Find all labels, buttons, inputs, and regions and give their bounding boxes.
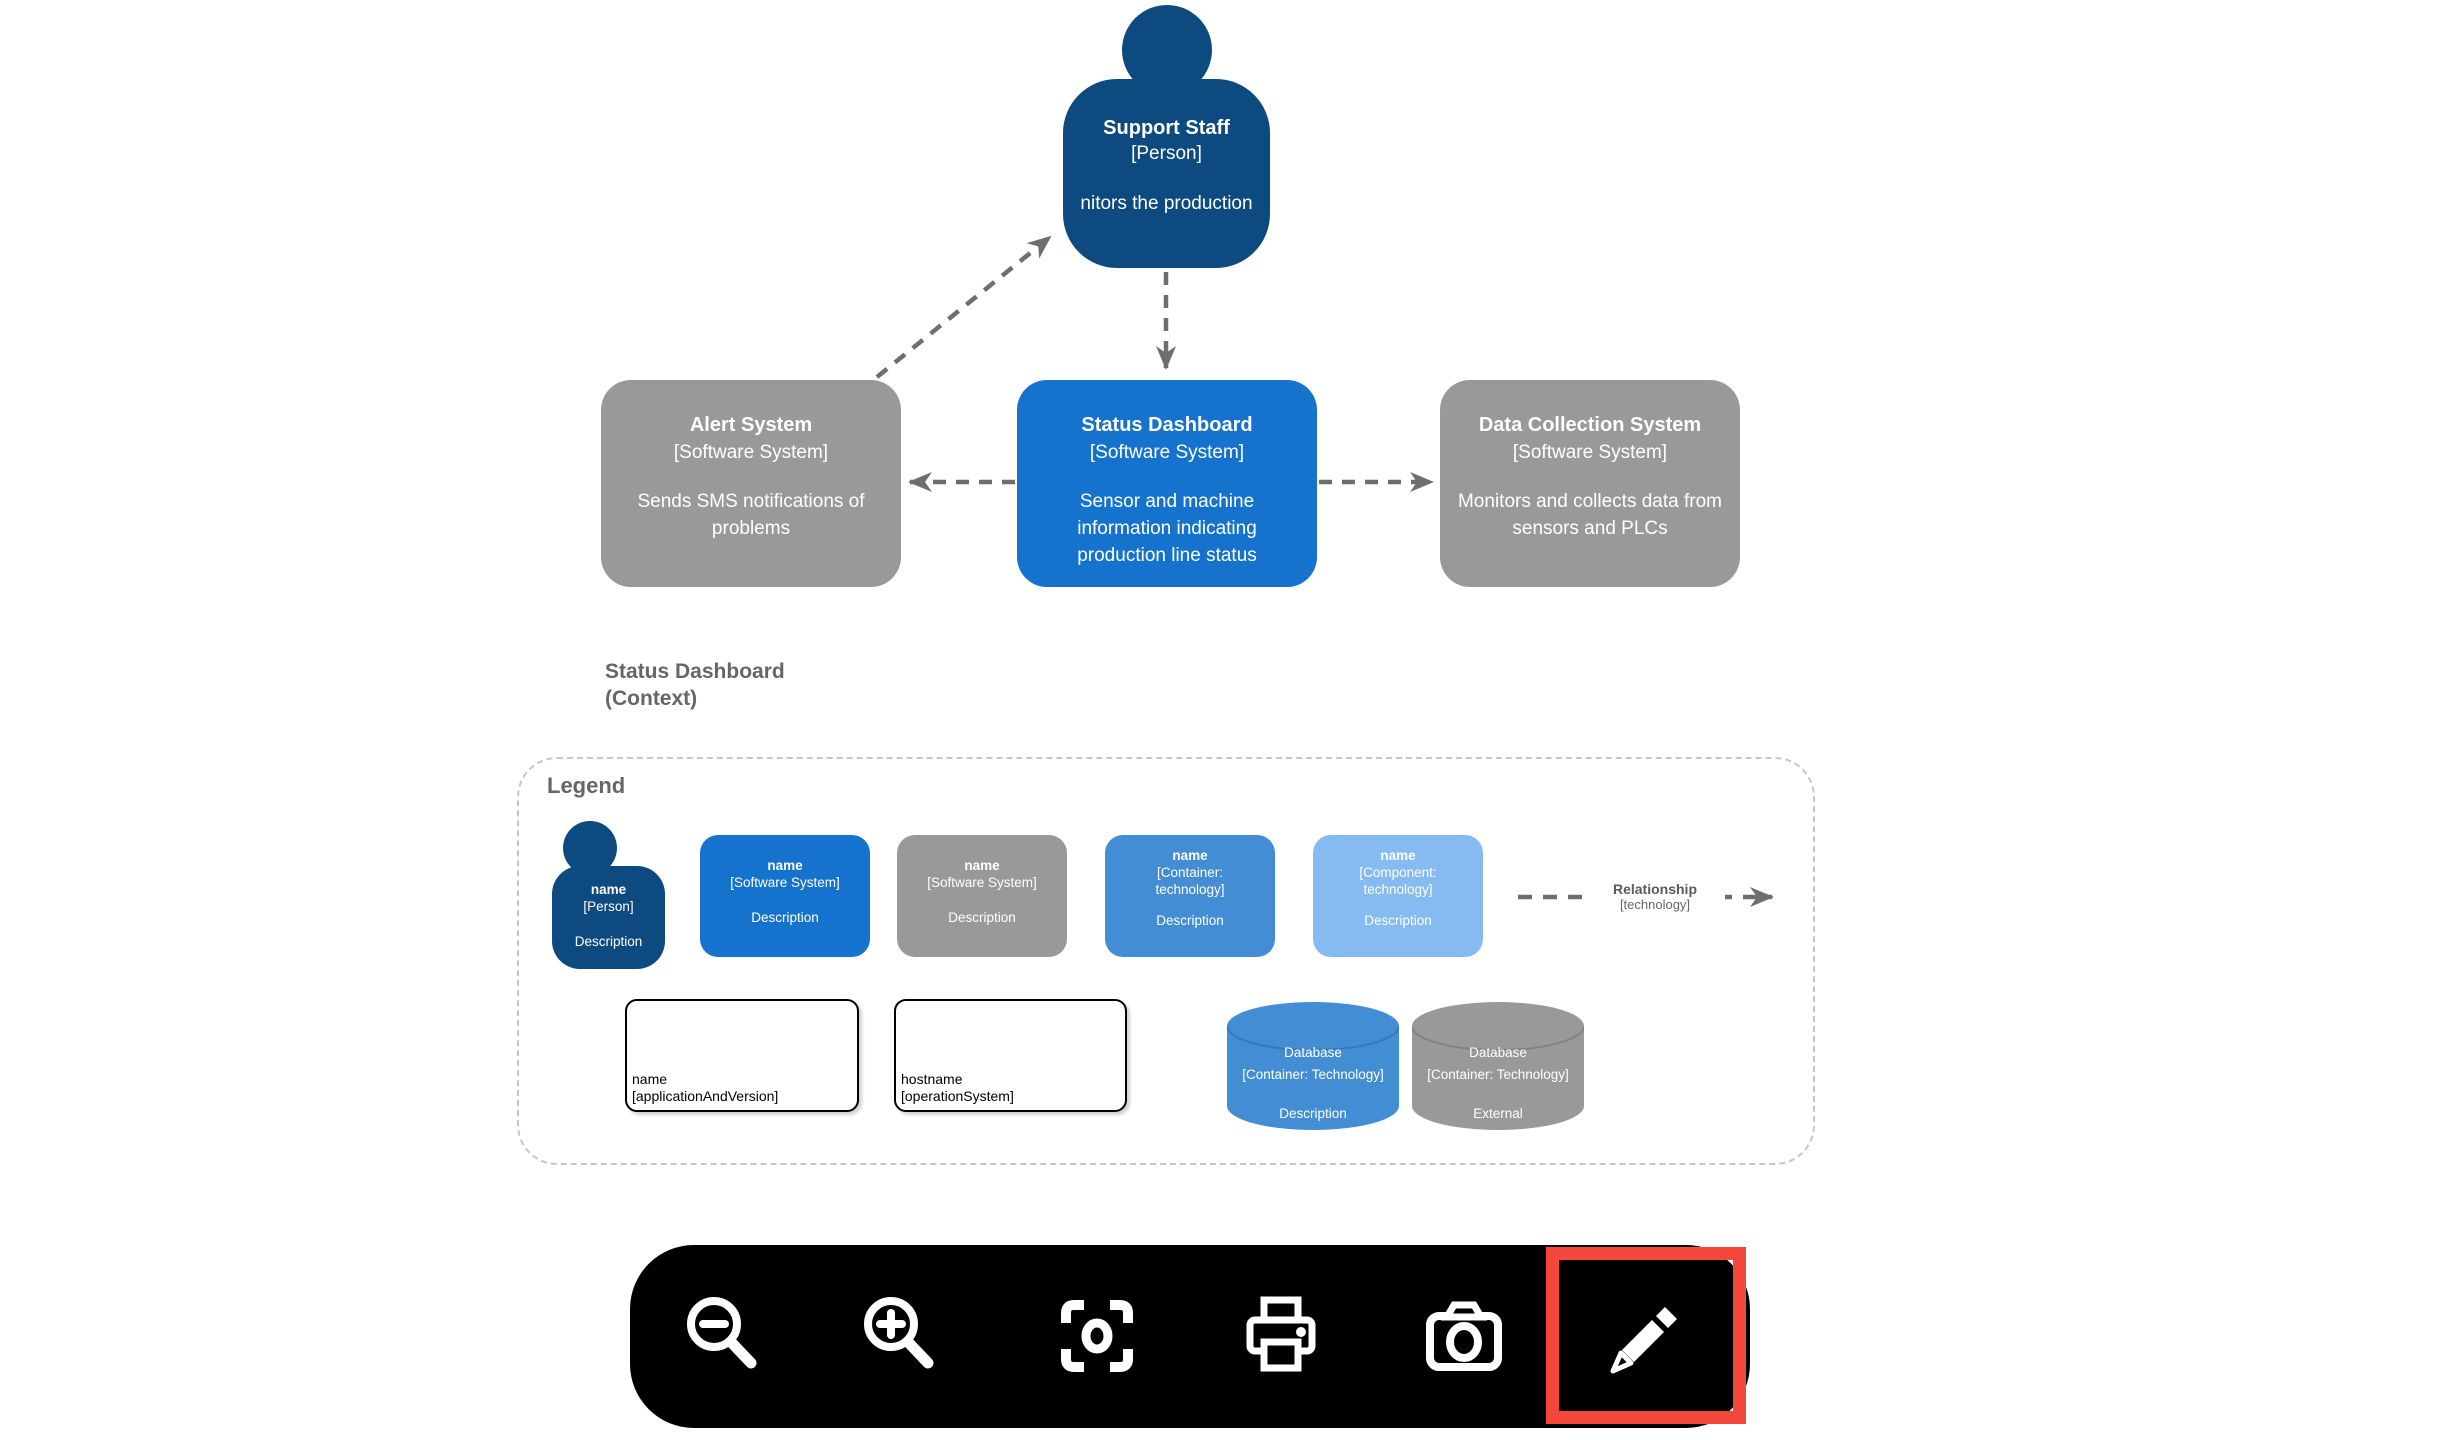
legend-deployment-node-host: hostname [operationSystem] <box>894 999 1127 1112</box>
zoom-out-icon <box>687 1297 757 1369</box>
edit-button[interactable] <box>1602 1292 1690 1380</box>
system-description: Monitors and collects data from sensors … <box>1457 491 1722 539</box>
diagram-title: Status Dashboard (Context) <box>605 658 785 712</box>
system-type: [Software System] <box>1512 442 1668 463</box>
center-focus-icon <box>1061 1300 1133 1372</box>
diagram-title-line1: Status Dashboard <box>605 660 785 683</box>
screenshot-button[interactable] <box>1420 1292 1508 1380</box>
legend-title: Legend <box>547 773 626 798</box>
legend-component: name [Component: technology] Description <box>1313 835 1483 957</box>
system-description: Sensor and machine information indicatin… <box>1077 491 1257 566</box>
legend-container: name [Container: technology] Description <box>1105 835 1275 957</box>
legend-person-type: [Person] <box>583 899 634 914</box>
print-button[interactable] <box>1237 1292 1325 1380</box>
legend-panel: Legend name [Person] Description name [S… <box>517 757 1815 1165</box>
center-view-button[interactable] <box>1053 1292 1141 1380</box>
zoom-in-button[interactable] <box>857 1292 945 1380</box>
printer-icon <box>1246 1296 1316 1372</box>
system-alert[interactable]: Alert System [Software System] Sends SMS… <box>601 380 901 587</box>
system-name: Alert System <box>689 414 813 436</box>
legend-deployment-node-app: name [applicationAndVersion] <box>625 999 859 1112</box>
legend-database-external: Database [Container: Technology] Externa… <box>1411 1002 1585 1130</box>
camera-icon <box>1426 1301 1502 1371</box>
database-cylinder-icon <box>1226 1002 1400 1130</box>
legend-person: name [Person] Description <box>552 866 665 969</box>
system-type: [Software System] <box>673 442 829 463</box>
arrow-alert-to-person <box>875 235 1052 379</box>
system-name: Data Collection System <box>1478 414 1702 436</box>
toolbar <box>630 1245 1750 1428</box>
system-name: Status Dashboard <box>1081 414 1253 436</box>
database-cylinder-icon <box>1411 1002 1585 1130</box>
zoom-in-icon <box>864 1297 934 1369</box>
zoom-out-button[interactable] <box>680 1292 768 1380</box>
legend-person-name: name <box>590 882 627 897</box>
diagram-title-line2: (Context) <box>605 687 698 710</box>
legend-person-description: Description <box>574 934 643 949</box>
person-name: Support Staff <box>1103 117 1230 139</box>
legend-software-system-external: name [Software System] Description <box>897 835 1067 957</box>
legend-software-system: name [Software System] Description <box>700 835 870 957</box>
system-type: [Software System] <box>1089 442 1245 463</box>
system-description: Sends SMS notifications of problems <box>637 491 865 539</box>
pencil-icon <box>1610 1307 1677 1374</box>
person-description: nitors the production <box>1080 193 1253 214</box>
legend-relationship-label: Relationship [technology] <box>1585 881 1725 912</box>
legend-database: Database [Container: Technology] Descrip… <box>1226 1002 1400 1130</box>
person-body-shape: Support Staff [Person] nitors the produc… <box>1063 79 1270 268</box>
person-type: [Person] <box>1131 143 1202 164</box>
system-data-collection[interactable]: Data Collection System [Software System]… <box>1440 380 1740 587</box>
system-status-dashboard[interactable]: Status Dashboard [Software System] Senso… <box>1017 380 1317 587</box>
